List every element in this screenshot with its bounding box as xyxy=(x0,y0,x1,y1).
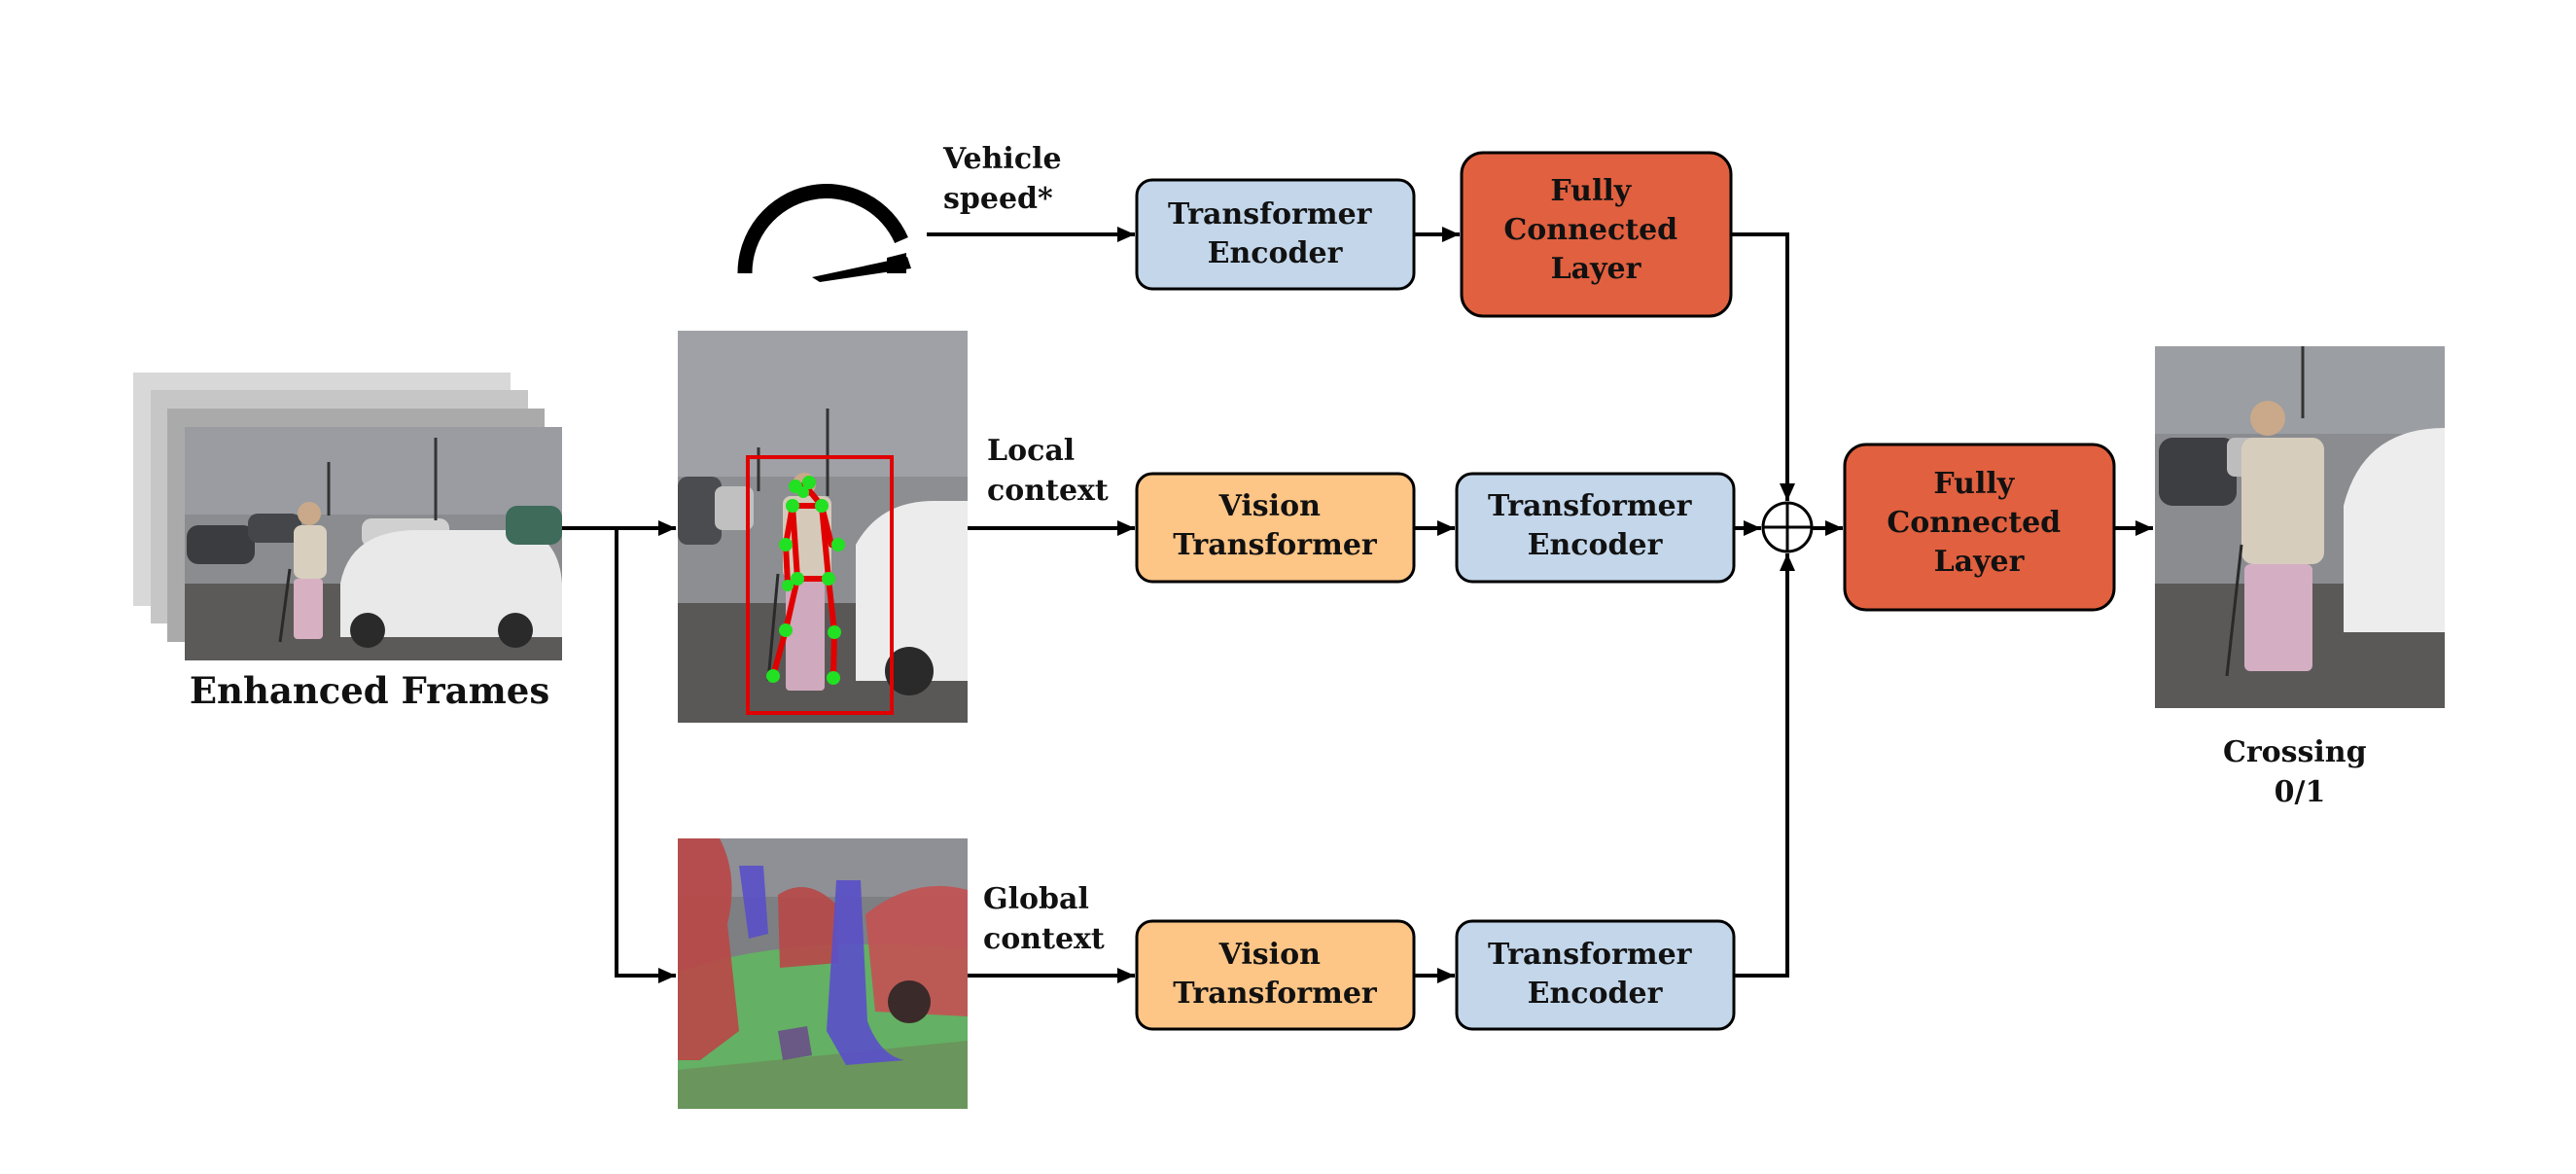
svg-text:Vision Transformer: Vision Transformer xyxy=(1173,489,1378,562)
vehicle-speed-label: Vehicle speed* xyxy=(942,142,1072,216)
global-vision-transformer: Vision Transformer xyxy=(1135,919,1416,1031)
speedometer-icon xyxy=(737,184,911,282)
output-image xyxy=(2155,346,2445,708)
svg-text:Vision Transformer: Vision Transformer xyxy=(1173,938,1378,1011)
global-context-label: Global context xyxy=(983,882,1105,956)
edge-global-encoder-to-fusion xyxy=(1734,553,1795,978)
svg-text:Transformer Encoder: Transformer Encoder xyxy=(1488,489,1702,562)
local-vision-transformer: Vision Transformer xyxy=(1135,472,1416,584)
connections xyxy=(562,227,2153,983)
pedestrian-bounding-box xyxy=(746,455,894,715)
svg-text:Transformer Encoder: Transformer Encoder xyxy=(1168,197,1382,270)
global-context-image xyxy=(678,838,968,1109)
local-context-label: Local context xyxy=(987,434,1109,508)
speed-transformer-encoder: Transformer Encoder xyxy=(1135,178,1416,291)
global-transformer-encoder: Transformer Encoder xyxy=(1455,919,1736,1031)
edge-frames-to-global xyxy=(615,528,676,983)
svg-text:Fully Connected La: Fully Connected Layer xyxy=(1887,467,2070,579)
circled-plus-icon xyxy=(1761,501,1814,553)
svg-text:Fully Connected La: Fully Connected Layer xyxy=(1503,174,1687,286)
pose-overlay xyxy=(746,455,894,715)
fusion-fully-connected-layer: Fully Connected Layer xyxy=(1843,443,2116,612)
output-label: Crossing 0/1 xyxy=(2223,735,2377,809)
speed-fully-connected-layer: Fully Connected Layer xyxy=(1460,151,1733,318)
enhanced-frames-stack xyxy=(133,373,562,660)
local-transformer-encoder: Transformer Encoder xyxy=(1455,472,1736,584)
frame-front xyxy=(185,427,562,660)
svg-text:Transformer Encoder: Transformer Encoder xyxy=(1488,938,1702,1011)
enhanced-frames-label: Enhanced Frames xyxy=(190,669,549,712)
edge-speed-fc-to-fusion xyxy=(1731,232,1795,501)
